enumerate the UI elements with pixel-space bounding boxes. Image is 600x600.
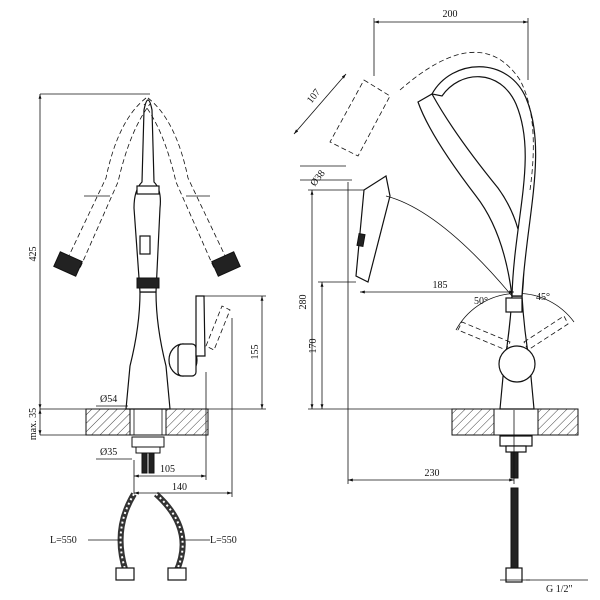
left-hose-left: L=550	[50, 535, 77, 546]
right-head-diameter: Ø38	[308, 168, 327, 188]
left-hose-right: L=550	[210, 535, 237, 546]
left-reach-140: 140	[172, 482, 187, 493]
left-view: 425 max. 35 155 Ø54 Ø35 105 140 L=550 L=…	[28, 93, 266, 581]
right-view: 200 107 Ø38 280 170 185 50° 45° 230 G 1/…	[293, 9, 588, 595]
left-max-thickness: max. 35	[28, 408, 39, 440]
right-reach-185: 185	[433, 280, 448, 291]
right-width-bottom: 230	[425, 468, 440, 479]
left-height-total: 425	[28, 247, 39, 262]
right-height-lever: 170	[308, 339, 319, 354]
left-diameter-base: Ø54	[100, 394, 117, 405]
left-height-lever: 155	[250, 345, 261, 360]
right-height-spout: 280	[298, 295, 309, 310]
right-angle-left: 50°	[474, 296, 488, 307]
right-thread: G 1/2"	[546, 584, 573, 595]
left-diameter-shank: Ø35	[100, 447, 117, 458]
left-reach-105: 105	[160, 464, 175, 475]
right-angle-right: 45°	[536, 292, 550, 303]
right-width-top: 200	[443, 9, 458, 20]
right-pullout-length: 107	[305, 87, 323, 106]
